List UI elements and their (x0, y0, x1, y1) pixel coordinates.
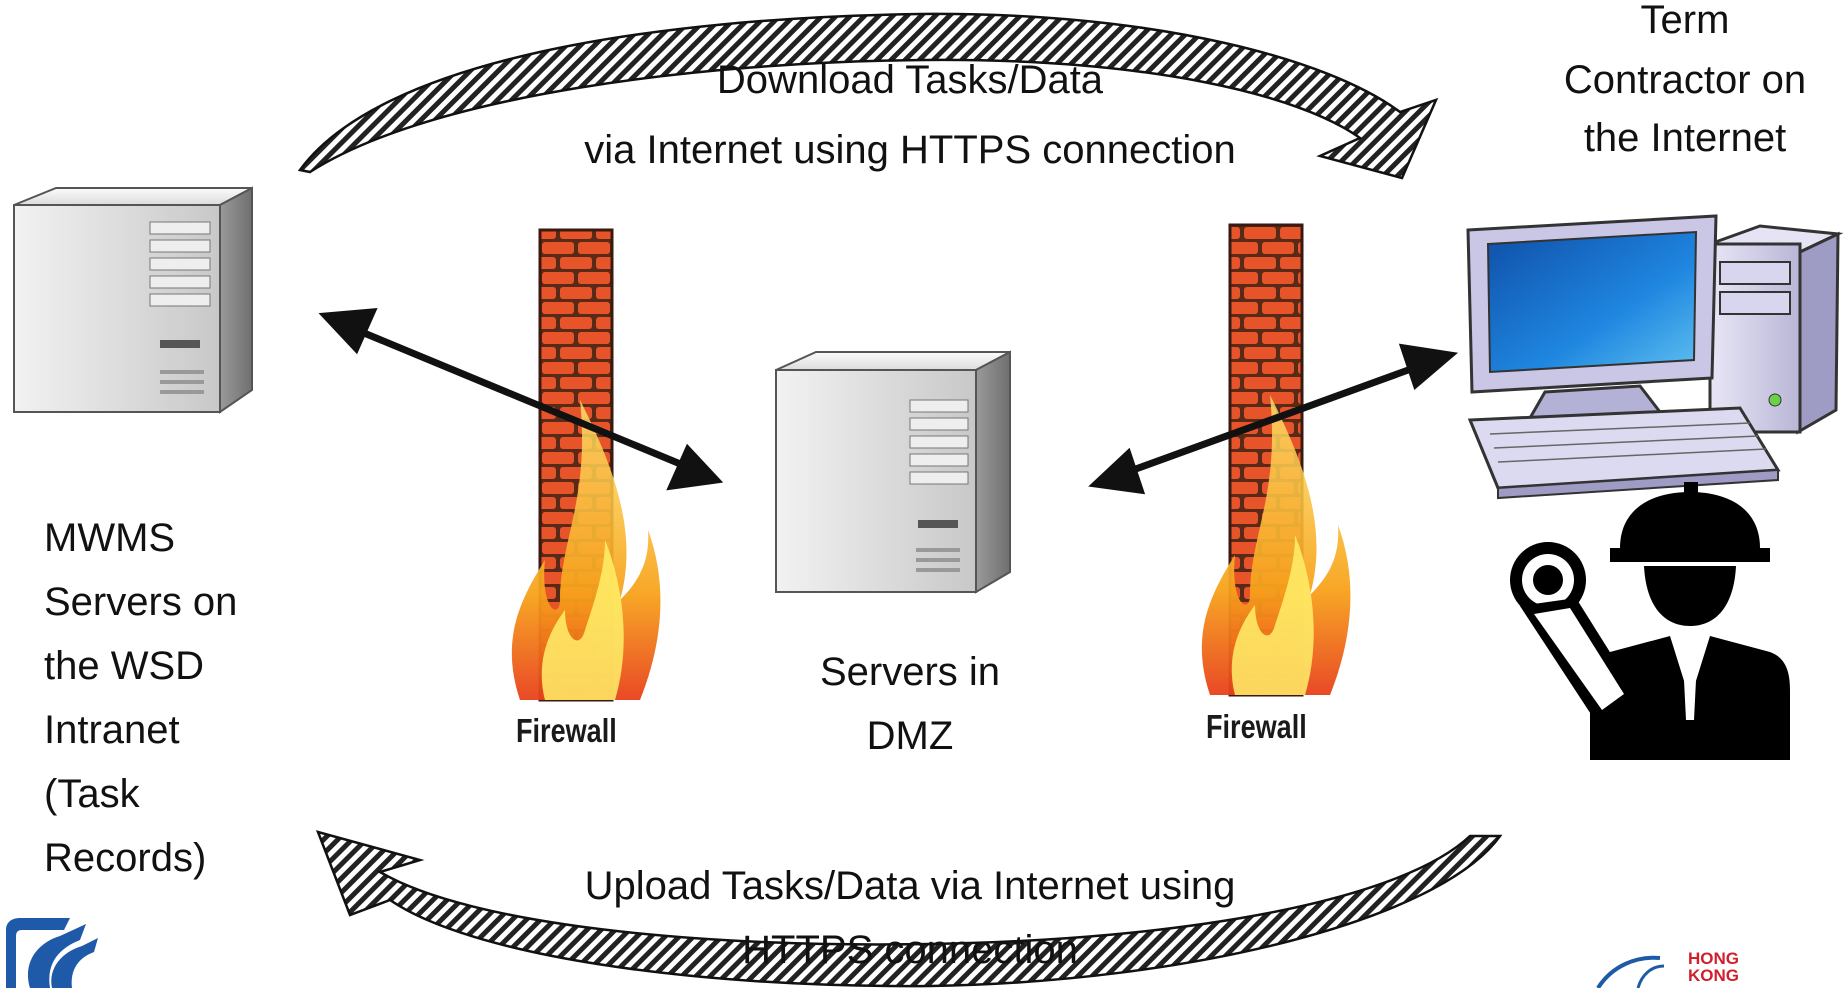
hong-kong-logo-line: KONG (1688, 966, 1739, 985)
desktop-computer-icon (1466, 214, 1844, 500)
dmz-server-icon (775, 350, 1011, 594)
firewall-icon (1201, 223, 1351, 697)
firewall-icon (511, 228, 661, 702)
download-arc (297, 12, 1439, 180)
hong-kong-logo (1596, 955, 1665, 988)
mwms-server-label: MWMS Servers on the WSD Intranet (Task R… (44, 506, 304, 890)
mwms-label-line: Servers on (44, 580, 238, 624)
download-label: Download Tasks/Data (716, 58, 1104, 102)
dmz-label-line1: Servers in (819, 650, 1001, 694)
hong-kong-logo-line: HONG (1688, 949, 1739, 968)
dmz-label-line2: DMZ (866, 714, 954, 758)
engineer-icon (1510, 482, 1790, 760)
contractor-label-line2: Contractor on (1563, 58, 1807, 102)
hong-kong-logo-text: HONG KONG (1688, 950, 1739, 984)
server-icon (13, 186, 253, 414)
mwms-label-line: MWMS (44, 516, 176, 560)
mwms-label-line: (Task (44, 772, 140, 816)
contractor-label-line1: Term (1640, 0, 1730, 42)
firewall-label-left: Firewall (516, 712, 617, 749)
connection-arrow-right (1088, 343, 1459, 495)
firewall-label-right: Firewall (1206, 708, 1307, 745)
contractor-label-line3: the Internet (1583, 116, 1787, 160)
wsd-logo (6, 918, 98, 988)
mwms-label-line: Intranet (44, 708, 180, 752)
connection-arrow-left (318, 307, 724, 491)
upload-arc (315, 830, 1503, 988)
upload-label: Upload Tasks/Data via Internet using (584, 864, 1236, 908)
upload-label-line2: HTTPS connection (742, 928, 1078, 972)
mwms-label-line: the WSD (44, 644, 205, 688)
download-label-line2: via Internet using HTTPS connection (584, 128, 1236, 172)
mwms-label-line: Records) (44, 836, 207, 880)
